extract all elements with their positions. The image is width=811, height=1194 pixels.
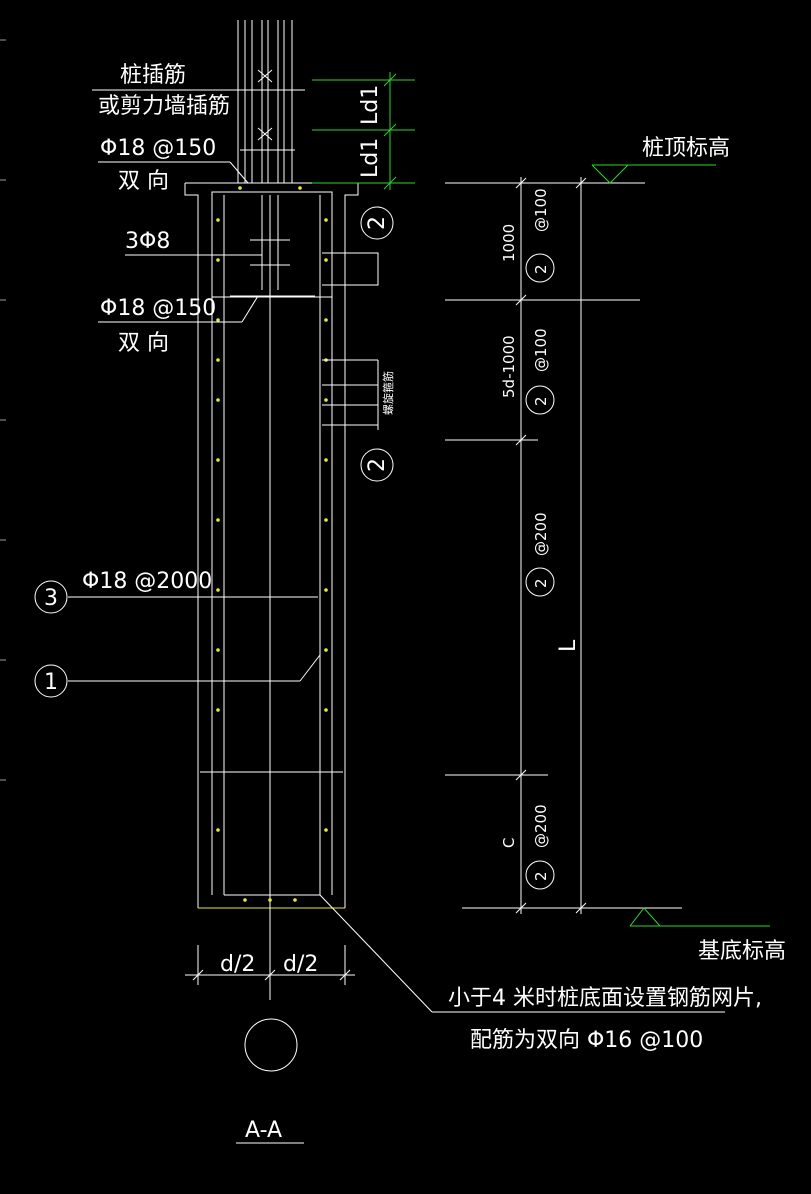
dim-seg-1000: 1000 [500,224,518,262]
spacing-marker-3-text: 2 [532,578,550,588]
label-shear-wall-dowel: 或剪力墙插筋 [98,94,230,119]
marker-3-text: 3 [44,586,58,611]
label-top-mesh-spec: Φ18 @150 [100,136,216,161]
marker-1-circle [34,664,68,698]
label-half-left: d/2 [220,952,255,977]
spacing-marker-2-circle [525,385,555,415]
marker-1-text: 1 [44,670,58,695]
elevation-markers [591,164,770,927]
section-circle [244,1018,298,1072]
marker-2-mid-circle [360,448,394,482]
rebar-dots [216,186,328,902]
elevation-diagram [445,177,682,914]
spacing-1: @100 [532,188,550,232]
ld1-upper-label: Ld1 [358,85,383,125]
section-title: A-A [245,1118,282,1143]
spacing-marker-1-text: 2 [532,264,550,274]
spacing-marker-2-text: 2 [532,396,550,406]
label-stirrup-top: 3Φ8 [125,229,170,254]
spacing-3: @200 [532,512,550,556]
label-pile-dowel: 桩插筋 [120,63,186,88]
marker-3-circle [34,580,68,614]
spacing-marker-3-circle [525,567,555,597]
ld1-dimension [312,72,415,190]
left-leaders [68,89,321,682]
label-bottom-note-1: 小于4 米时桩底面设置钢筋网片, [448,986,762,1011]
spacing-marker-4-circle [525,860,555,890]
label-mid-mesh-spec: Φ18 @150 [100,296,216,321]
label-half-right: d/2 [283,952,318,977]
spacing-4: @200 [532,804,550,848]
right-pile-leaders [322,252,379,430]
marker-2-mid-text: 2 [365,458,390,472]
marker-2-top-text: 2 [365,216,390,230]
ld1-lower-label: Ld1 [358,138,383,178]
dim-total-l: L [556,639,581,652]
label-top-elevation: 桩顶标高 [642,136,730,161]
label-ring-rebar-spec: Φ18 @2000 [82,569,212,594]
marker-2-top-circle [360,206,394,240]
dim-seg-c: C [500,838,518,848]
bottom-note-leader [319,894,725,1013]
label-bottom-note-2: 配筋为双向 Φ16 @100 [470,1028,703,1053]
label-bottom-elevation: 基底标高 [698,939,786,964]
spacing-marker-1-circle [525,253,555,283]
left-edge-ticks [0,39,6,781]
dim-seg-5d: 5d-1000 [500,335,518,398]
label-spiral-note: 螺旋箍筋 [381,371,395,415]
spacing-2: @100 [532,328,550,372]
pile-outline [184,182,359,1000]
spacing-marker-4-text: 2 [532,871,550,881]
label-top-mesh-dir: 双 向 [118,169,169,194]
diameter-dimension [185,945,355,985]
label-mid-mesh-dir: 双 向 [118,331,169,356]
dowel-bars [237,20,295,183]
